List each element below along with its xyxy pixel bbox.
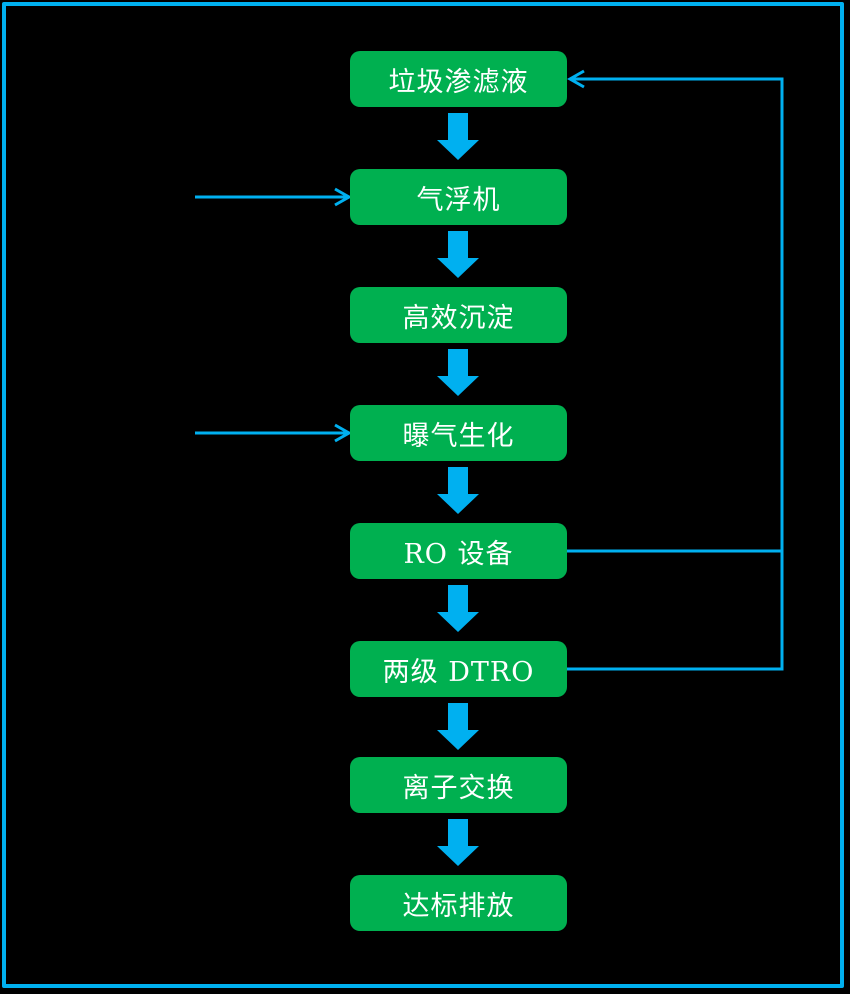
flow-arrow-6 — [437, 703, 479, 750]
flow-arrow-2 — [437, 231, 479, 278]
node-aeration-biochemical: 曝气生化 — [350, 405, 567, 461]
input-arrow-air-flotation — [195, 187, 353, 207]
input-arrow-aeration-biochemical — [195, 423, 353, 443]
node-standard-discharge: 达标排放 — [350, 875, 567, 931]
flow-arrow-5 — [437, 585, 479, 632]
node-aeration-biochemical-label: 曝气生化 — [402, 420, 515, 452]
node-landfill-leachate: 垃圾渗滤液 — [350, 51, 567, 107]
node-ion-exchange-label: 离子交换 — [402, 772, 515, 804]
node-standard-discharge-label: 达标排放 — [402, 890, 515, 922]
flow-arrow-7 — [437, 819, 479, 866]
node-ro-equipment-label: RO 设备 — [403, 538, 514, 570]
node-ro-equipment: RO 设备 — [350, 523, 567, 579]
node-high-efficiency-sedimentation: 高效沉淀 — [350, 287, 567, 343]
node-landfill-leachate-label: 垃圾渗滤液 — [388, 66, 529, 98]
recycle-lines — [566, 69, 784, 671]
node-high-efficiency-sedimentation-label: 高效沉淀 — [402, 302, 515, 334]
flow-arrow-3 — [437, 349, 479, 396]
recycle-arrowhead — [566, 69, 585, 89]
flow-arrow-4 — [437, 467, 479, 514]
node-two-stage-dtro-label: 两级 DTRO — [382, 656, 535, 688]
node-air-flotation-label: 气浮机 — [416, 184, 501, 216]
node-two-stage-dtro: 两级 DTRO — [350, 641, 567, 697]
node-ion-exchange: 离子交换 — [350, 757, 567, 813]
flow-arrow-1 — [437, 113, 479, 160]
node-air-flotation: 气浮机 — [350, 169, 567, 225]
